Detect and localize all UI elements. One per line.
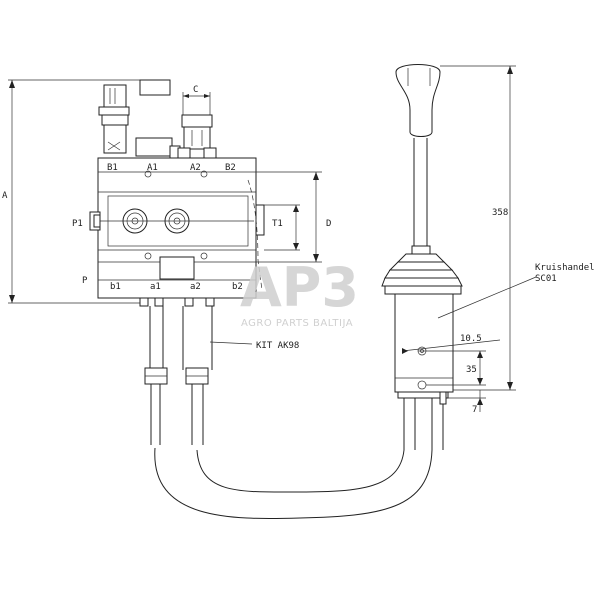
kit-label: KIT AK98 <box>256 341 299 351</box>
dimension-a-label: A <box>2 191 8 201</box>
joystick-label-line2: SC01 <box>535 274 557 284</box>
dimension-35-label: 35 <box>466 365 477 375</box>
dimension-d: D <box>256 171 331 263</box>
port-label-b1-bottom: b1 <box>110 282 121 292</box>
port-label-a2-top: A2 <box>190 163 201 173</box>
side-label-p: P <box>82 276 88 286</box>
port-label-b2-bottom: b2 <box>232 282 243 292</box>
joystick <box>381 64 463 405</box>
top-fittings: C <box>98 79 217 159</box>
port-label-a2-bottom: a2 <box>190 282 201 292</box>
dimension-small: 10.5 35 7 <box>401 334 501 415</box>
dimension-a: A <box>2 79 140 304</box>
joystick-callout: Kruishandel SC01 <box>437 263 595 319</box>
dimension-d-label: D <box>326 219 331 229</box>
port-label-a1-bottom: a1 <box>150 282 161 292</box>
dimension-c-label: C <box>193 85 198 95</box>
watermark-logo-text: AP3 <box>240 256 359 319</box>
watermark-company-text: AGRO PARTS BALTIJA <box>241 318 353 329</box>
dimension-10-5-label: 10.5 <box>460 334 482 344</box>
hydraulic-hoses <box>144 306 444 520</box>
joystick-label-line1: Kruishandel <box>535 263 595 273</box>
valve-block: B1 A1 A2 B2 b1 a1 a2 b2 P1 T1 P <box>72 157 283 307</box>
watermark-logo: AP3 AGRO PARTS BALTIJA <box>240 256 359 329</box>
kit-callout: KIT AK98 <box>209 341 299 351</box>
dimension-358-label: 358 <box>492 208 508 218</box>
return-label-t1: T1 <box>272 219 283 229</box>
control-path-dashed <box>247 179 263 291</box>
inlet-label-p1: P1 <box>72 219 83 229</box>
port-label-b2-top: B2 <box>225 163 236 173</box>
dimension-358: 358 <box>440 65 516 391</box>
port-label-a1-top: A1 <box>147 163 158 173</box>
dimension-7-label: 7 <box>472 405 477 415</box>
port-label-b1-top: B1 <box>107 163 118 173</box>
